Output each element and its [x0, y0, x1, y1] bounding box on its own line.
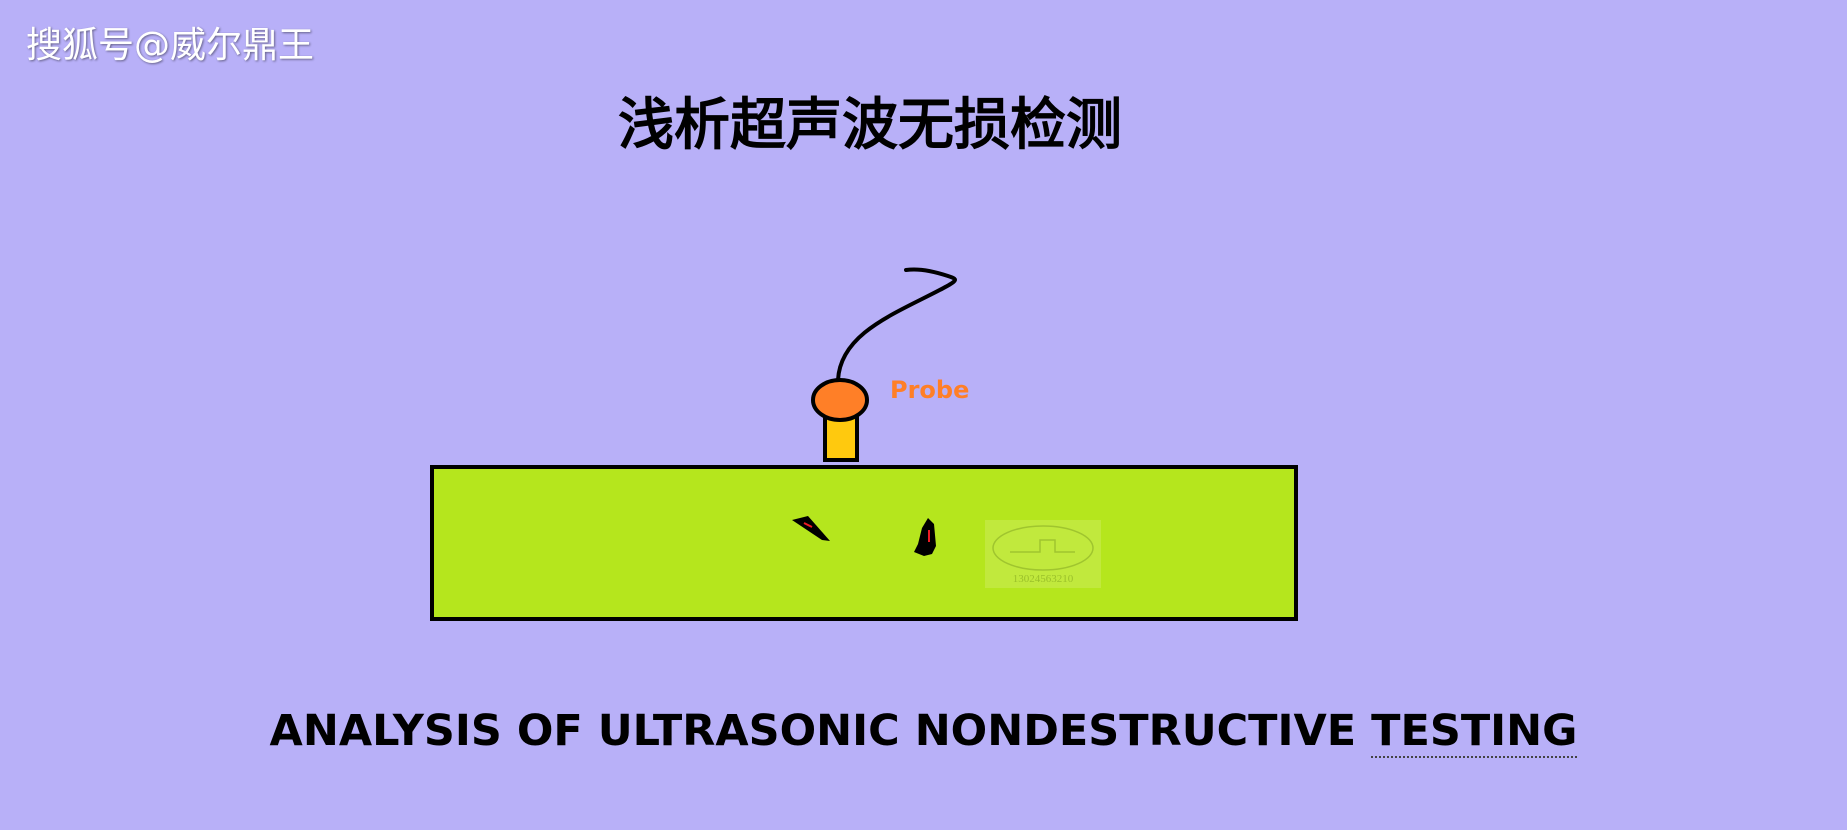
probe-body: [823, 414, 859, 462]
subtitle-main: ANALYSIS OF ULTRASONIC NONDESTRUCTIVE: [269, 706, 1357, 756]
test-specimen: [430, 465, 1298, 621]
probe-cable: [836, 267, 957, 382]
stamp-watermark: 13024563210: [985, 520, 1101, 588]
english-subtitle: ANALYSIS OF ULTRASONIC NONDESTRUCTIVE TE…: [0, 706, 1847, 758]
page-title: 浅析超声波无损检测: [618, 93, 1122, 158]
subtitle-last-word: TESTING: [1371, 706, 1578, 758]
defect-crack-2: [914, 518, 936, 556]
watermark-text: 搜狐号@威尔鼎王: [26, 25, 315, 66]
stamp-number: 13024563210: [1013, 573, 1074, 585]
probe-head: [811, 378, 869, 422]
probe-label: Probe: [890, 376, 970, 404]
defect-crack-1: [792, 516, 830, 541]
